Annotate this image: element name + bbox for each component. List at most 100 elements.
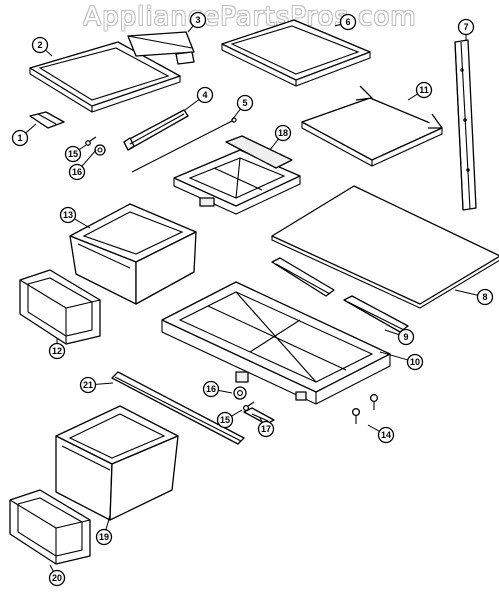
callout-bubble bbox=[31, 36, 49, 54]
leader-line bbox=[218, 389, 233, 394]
callout-bubble bbox=[59, 206, 77, 224]
callout-number: 15 bbox=[220, 415, 230, 425]
callout-3: 3 bbox=[187, 11, 207, 33]
callout-number: 6 bbox=[345, 17, 350, 27]
callout-bubble bbox=[68, 163, 86, 181]
callout-number: 18 bbox=[278, 128, 288, 138]
part-20-drawer-front bbox=[9, 489, 91, 565]
callout-number: 11 bbox=[419, 85, 429, 95]
leader-line bbox=[379, 351, 408, 361]
part-15-pin-upper bbox=[85, 136, 97, 146]
part-7-side-rail bbox=[454, 39, 477, 211]
callout-number: 4 bbox=[202, 90, 207, 100]
leader-line bbox=[231, 108, 241, 121]
callout-16: 16 bbox=[202, 380, 233, 398]
callout-11: 11 bbox=[407, 81, 433, 101]
callout-number: 14 bbox=[381, 430, 391, 440]
callout-bubble bbox=[257, 420, 275, 438]
callout-18: 18 bbox=[269, 124, 292, 151]
callout-bubble bbox=[415, 81, 433, 99]
callout-bubble bbox=[216, 411, 234, 429]
callout-bubble bbox=[457, 18, 475, 36]
leader-line bbox=[334, 23, 341, 27]
callout-number: 12 bbox=[52, 346, 62, 356]
callout-bubble bbox=[274, 124, 292, 142]
callout-15: 15 bbox=[64, 144, 87, 163]
callout-bubble bbox=[95, 528, 113, 546]
callout-number: 21 bbox=[83, 380, 93, 390]
callout-7: 7 bbox=[457, 18, 475, 40]
part-14-screws bbox=[351, 393, 379, 424]
part-10-drawer-frame bbox=[161, 281, 391, 405]
callout-6: 6 bbox=[334, 13, 357, 31]
callout-bubble bbox=[377, 426, 395, 444]
part-17-clip bbox=[243, 407, 275, 425]
callout-9: 9 bbox=[384, 328, 415, 346]
part-4-shelf-slide bbox=[123, 109, 189, 151]
callout-1: 1 bbox=[11, 123, 37, 147]
callout-12: 12 bbox=[48, 338, 66, 360]
callout-bubble bbox=[196, 86, 214, 104]
callout-20: 20 bbox=[48, 564, 66, 587]
leader-line bbox=[259, 417, 263, 423]
part-21-drawer-rail bbox=[111, 371, 245, 445]
callout-number: 3 bbox=[195, 15, 200, 25]
leader-line bbox=[95, 382, 114, 385]
callout-bubble bbox=[236, 94, 254, 112]
callout-bubble bbox=[79, 376, 97, 394]
callout-number: 13 bbox=[63, 210, 73, 220]
leader-line bbox=[407, 93, 418, 101]
callout-8: 8 bbox=[454, 288, 494, 306]
callout-number: 5 bbox=[242, 98, 247, 108]
callout-14: 14 bbox=[367, 424, 395, 444]
part-16-roller-upper bbox=[94, 144, 106, 156]
callout-17: 17 bbox=[257, 417, 275, 438]
callout-number: 7 bbox=[463, 22, 468, 32]
callout-number: 2 bbox=[37, 40, 42, 50]
leader-line bbox=[367, 424, 380, 432]
part-2-glass-shelf bbox=[29, 41, 181, 113]
callout-number: 15 bbox=[68, 149, 78, 159]
part-18-slide-assembly bbox=[173, 135, 301, 215]
leader-line bbox=[25, 123, 37, 134]
callout-4: 4 bbox=[184, 86, 214, 111]
callout-bubble bbox=[48, 569, 66, 587]
callout-bubble bbox=[48, 342, 66, 360]
callout-number: 16 bbox=[206, 384, 216, 394]
leader-line bbox=[49, 564, 54, 572]
watermark: AppliancePartsPros.com bbox=[83, 2, 417, 32]
callout-bubble bbox=[11, 129, 29, 147]
callout-number: 9 bbox=[403, 332, 408, 342]
part-6-glass-shelf bbox=[221, 19, 371, 87]
part-3-shelf-trim bbox=[127, 31, 195, 65]
leader-line bbox=[105, 514, 111, 530]
callout-bubble bbox=[476, 288, 494, 306]
callout-13: 13 bbox=[59, 206, 91, 229]
leader-line bbox=[74, 218, 91, 229]
leader-line bbox=[81, 149, 97, 167]
leader-line bbox=[384, 329, 400, 336]
leader-line bbox=[184, 99, 200, 111]
callout-bubble bbox=[189, 11, 207, 29]
leader-line bbox=[45, 49, 53, 57]
callout-5: 5 bbox=[231, 94, 254, 121]
part-8-glass-panel bbox=[271, 185, 499, 309]
callout-15: 15 bbox=[216, 409, 243, 429]
callout-bubble bbox=[64, 145, 82, 163]
callout-number: 8 bbox=[482, 292, 487, 302]
leader-line bbox=[187, 25, 194, 33]
callout-21: 21 bbox=[79, 376, 114, 394]
part-13-crisper-drawer bbox=[69, 203, 197, 305]
part-1-bracket bbox=[29, 111, 65, 129]
callout-10: 10 bbox=[379, 351, 424, 371]
callout-number: 10 bbox=[410, 357, 420, 367]
callout-bubble bbox=[397, 328, 415, 346]
callout-number: 20 bbox=[52, 573, 62, 583]
callout-number: 1 bbox=[17, 133, 22, 143]
leader-line bbox=[454, 289, 478, 296]
part-19-crisper-drawer bbox=[55, 405, 179, 521]
callout-number: 16 bbox=[72, 167, 82, 177]
